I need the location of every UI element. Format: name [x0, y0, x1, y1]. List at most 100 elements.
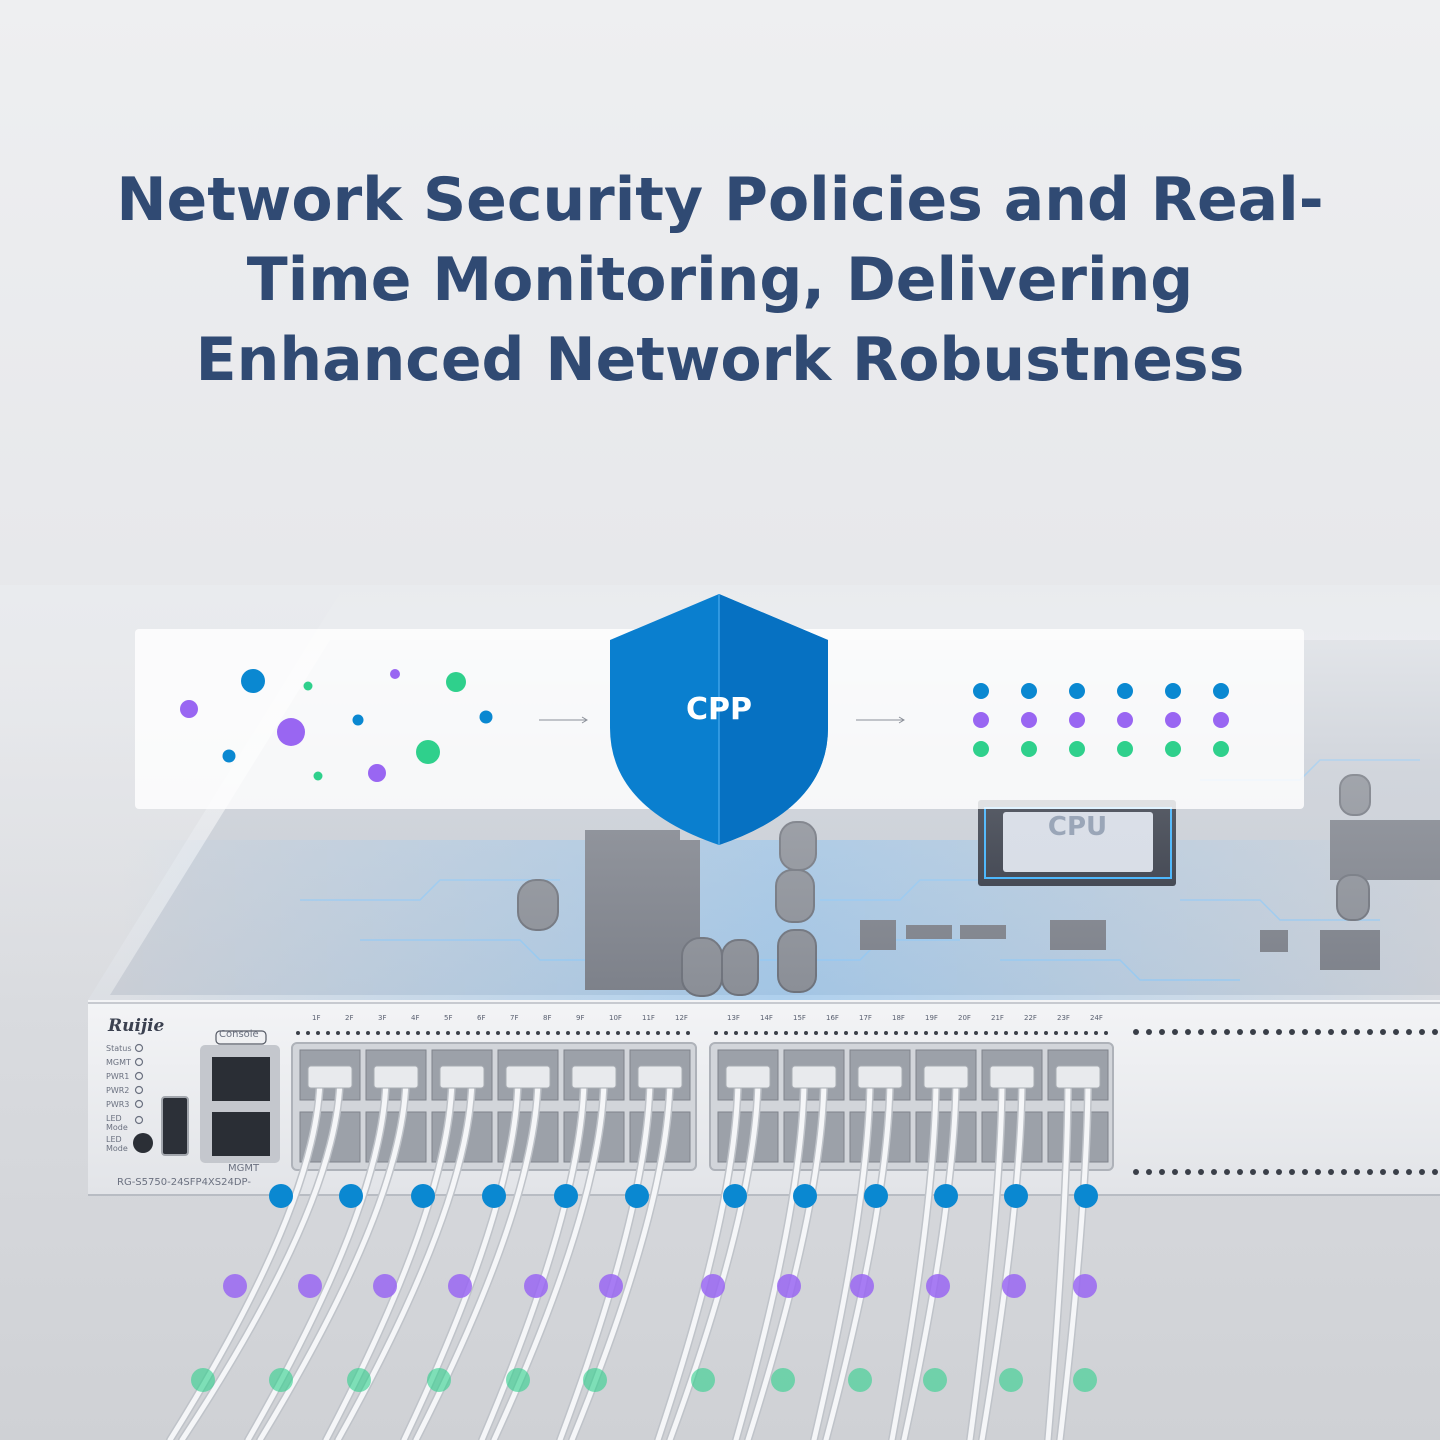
vent-hole [1419, 1029, 1425, 1035]
port-led [1064, 1031, 1068, 1035]
port-led [326, 1031, 330, 1035]
led-indicators [134, 1043, 144, 1125]
port-led [346, 1031, 350, 1035]
port-led [446, 1031, 450, 1035]
packet-dot [691, 1368, 715, 1392]
port-led [566, 1031, 570, 1035]
port-led [944, 1031, 948, 1035]
sfp-connector [637, 1065, 683, 1089]
ordered-packet [1213, 683, 1229, 699]
port-led [376, 1031, 380, 1035]
port-led [406, 1031, 410, 1035]
sfp-connector [725, 1065, 771, 1089]
ordered-packet [1021, 741, 1037, 757]
port-led [616, 1031, 620, 1035]
fiber-cables [166, 1065, 1101, 1440]
ordered-packet [1117, 712, 1133, 728]
sfp-connector [791, 1065, 837, 1089]
packet-dot [524, 1274, 548, 1298]
vent-hole [1159, 1169, 1165, 1175]
fiber-cable [979, 1072, 1025, 1440]
port-led [954, 1031, 958, 1035]
port-number-label: 13F [727, 1014, 740, 1022]
title-line-1: Network Security Policies and Real- [116, 165, 1324, 235]
port-led [854, 1031, 858, 1035]
ordered-packet [1165, 683, 1181, 699]
fiber-cable [967, 1072, 1005, 1440]
port-number-label: 23F [1057, 1014, 1070, 1022]
ordered-packet [1069, 712, 1085, 728]
vent-hole [1419, 1169, 1425, 1175]
ordered-packet [973, 741, 989, 757]
vent-hole [1315, 1169, 1321, 1175]
packet-dot [793, 1184, 817, 1208]
port-led [496, 1031, 500, 1035]
port-led [306, 1031, 310, 1035]
model-number: RG-S5750-24SFP4XS24DP- [117, 1177, 251, 1188]
port-led [1074, 1031, 1078, 1035]
port-led [516, 1031, 520, 1035]
port-led [436, 1031, 440, 1035]
packet-dot [864, 1184, 888, 1208]
vent-hole [1237, 1169, 1243, 1175]
led-label-led-mode: LED Mode [106, 1114, 128, 1132]
packet-dot [554, 1184, 578, 1208]
ordered-packet [1117, 741, 1133, 757]
port-led [714, 1031, 718, 1035]
ordered-packet [1021, 683, 1037, 699]
packet-dot [482, 1184, 506, 1208]
ordered-packet [1165, 712, 1181, 728]
led-mode-button[interactable] [133, 1133, 153, 1153]
port-led [386, 1031, 390, 1035]
fiber-cable [823, 1072, 893, 1440]
packet-dot [1073, 1368, 1097, 1392]
sfp-connector [1055, 1065, 1101, 1089]
port-led [994, 1031, 998, 1035]
vent-hole [1211, 1169, 1217, 1175]
port-number-label: 21F [991, 1014, 1004, 1022]
vent-hole [1263, 1169, 1269, 1175]
packet-dot [411, 1184, 435, 1208]
packet-dot [777, 1274, 801, 1298]
vent-hole [1341, 1169, 1347, 1175]
vent-hole [1172, 1029, 1178, 1035]
packet-dot [850, 1274, 874, 1298]
port-led [546, 1031, 550, 1035]
vent-hole [1367, 1169, 1373, 1175]
usb-port[interactable] [161, 1096, 189, 1156]
port-led [974, 1031, 978, 1035]
port-led [914, 1031, 918, 1035]
led-mode-button-label: LED Mode [106, 1135, 128, 1153]
packet-dot [723, 1184, 747, 1208]
ordered-packet [1069, 741, 1085, 757]
port-led [636, 1031, 640, 1035]
sfp-connector [923, 1065, 969, 1089]
vent-hole [1432, 1169, 1438, 1175]
port-led [1084, 1031, 1088, 1035]
port-led [1104, 1031, 1108, 1035]
led-label-mgmt: MGMT [106, 1058, 131, 1067]
packet-dot [448, 1274, 472, 1298]
port-number-label: 10F [609, 1014, 622, 1022]
vent-hole [1393, 1029, 1399, 1035]
packet-dot [999, 1368, 1023, 1392]
port-number-label: 17F [859, 1014, 872, 1022]
port-led [646, 1031, 650, 1035]
unordered-packets [180, 669, 493, 782]
ordered-packet [1213, 741, 1229, 757]
fiber-cable [733, 1072, 807, 1440]
port-led [586, 1031, 590, 1035]
packet-dot [583, 1368, 607, 1392]
vent-hole [1185, 1029, 1191, 1035]
fiber-cable [557, 1072, 653, 1440]
arrow-icon [539, 716, 588, 724]
port-number-label: 4F [411, 1014, 420, 1022]
fiber-cable [901, 1072, 959, 1440]
fiber-cable [179, 1072, 343, 1440]
port-led [1054, 1031, 1058, 1035]
ordered-packet [1069, 683, 1085, 699]
packet-dot [1074, 1184, 1098, 1208]
vent-hole [1406, 1029, 1412, 1035]
port-led [1024, 1031, 1028, 1035]
vent-hole [1250, 1029, 1256, 1035]
